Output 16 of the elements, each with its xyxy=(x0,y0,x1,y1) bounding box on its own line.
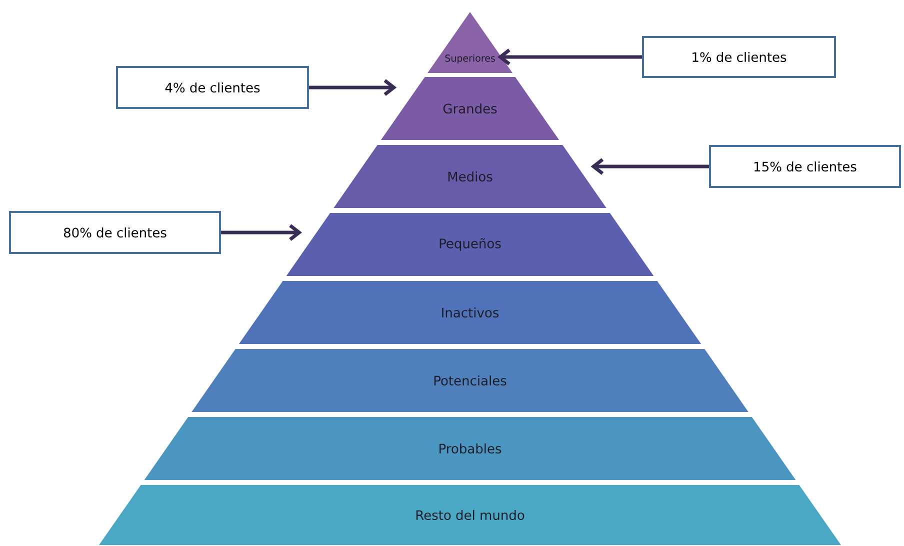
callout-box: 1% de clientes xyxy=(642,36,836,78)
pyramid-level: Potenciales xyxy=(192,349,748,412)
pyramid-level: Medios xyxy=(334,145,606,208)
callout-box: 15% de clientes xyxy=(709,145,901,188)
pyramid-level: Pequeños xyxy=(286,213,654,276)
arrow xyxy=(497,48,642,66)
arrow xyxy=(590,158,709,175)
pyramid-level: Superiores xyxy=(428,12,512,73)
pyramid-level: Grandes xyxy=(380,77,560,140)
arrow xyxy=(221,224,302,241)
callout-box: 4% de clientes xyxy=(116,66,309,109)
arrow xyxy=(309,79,397,96)
pyramid-level: Probables xyxy=(144,417,796,480)
pyramid-level: Resto del mundo xyxy=(99,485,841,545)
callout-box: 80% de clientes xyxy=(9,211,221,254)
pyramid-level: Inactivos xyxy=(238,281,702,344)
